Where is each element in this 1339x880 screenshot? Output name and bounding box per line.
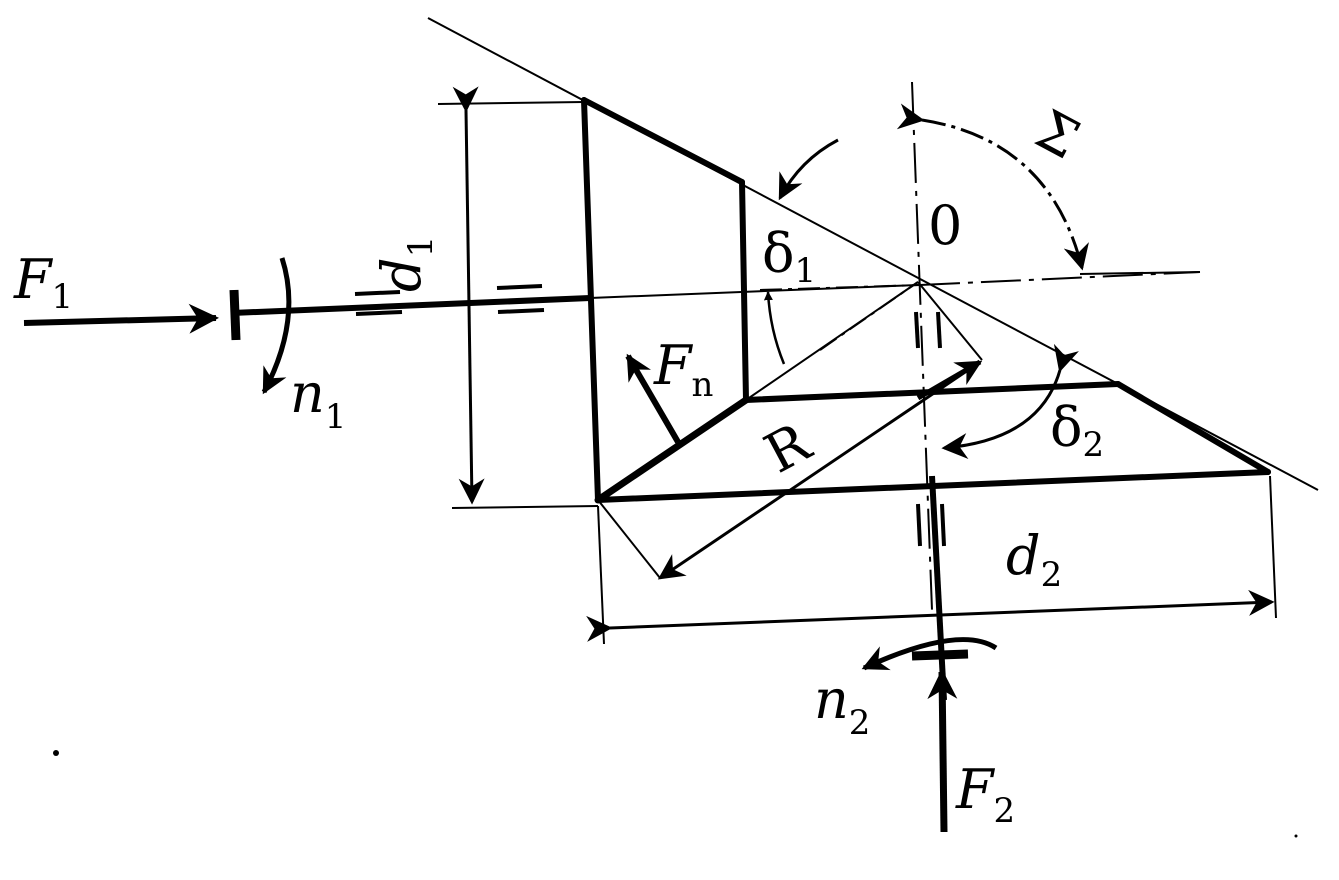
- force-f1-arrow: [23, 303, 219, 334]
- cone-apex-dashdot: [819, 281, 919, 351]
- label-fn: Fn: [653, 334, 713, 405]
- label-n1: n1: [290, 362, 346, 437]
- delta1-small-arc: [763, 291, 786, 365]
- force-r-projection: [597, 499, 661, 579]
- label-sigma: Σ: [1026, 98, 1089, 172]
- label-apex-o: 0: [928, 194, 962, 257]
- d2-dimension-line: [586, 589, 1275, 642]
- n2-rotation-arrow: [861, 637, 998, 671]
- axis-1-dashdot: [759, 284, 921, 291]
- shaft-2: [929, 475, 947, 701]
- d2-extension-left: [597, 505, 605, 645]
- scan-speck: [53, 750, 59, 756]
- label-delta1: δ1: [762, 222, 816, 291]
- force-r-arrow: [657, 360, 981, 580]
- shaft-2-end-cap: [911, 649, 969, 661]
- horizontal-axis-right-solid: [1079, 271, 1201, 275]
- apex-ray-down: [917, 281, 983, 361]
- label-n2: n2: [814, 668, 870, 743]
- pitch-cone-line: [427, 17, 1319, 491]
- force-f2-arrow: [927, 669, 958, 833]
- shaft-1-end-cap: [229, 289, 241, 341]
- shaft-1: [231, 295, 591, 316]
- d1-extension-top: [437, 101, 585, 105]
- label-f1: F1: [13, 248, 73, 317]
- d2-extension-right: [1269, 475, 1277, 619]
- d1-extension-bottom: [451, 505, 599, 509]
- label-d1: d1: [370, 236, 441, 292]
- label-f2: F2: [955, 758, 1015, 831]
- horizontal-axis-right: [919, 271, 1201, 286]
- n1-rotation-arrow: [261, 257, 292, 395]
- scan-speck: [1294, 834, 1298, 838]
- sigma-angle-arc: [896, 103, 1089, 271]
- vertical-axis: [911, 81, 933, 611]
- gear-1-outline: [581, 97, 750, 504]
- shaft-1-centerline: [589, 284, 919, 299]
- d1-dimension-line: [452, 86, 485, 505]
- bearing-marks-shaft-1: [354, 284, 545, 316]
- label-delta2: δ2: [1050, 396, 1104, 465]
- delta1-arc-arrow: [778, 138, 839, 201]
- delta2-arc: [941, 343, 1079, 460]
- force-fn-arrow: [625, 353, 681, 444]
- bearing-marks-shaft-2: [914, 311, 946, 547]
- label-d2: d2: [1006, 524, 1062, 595]
